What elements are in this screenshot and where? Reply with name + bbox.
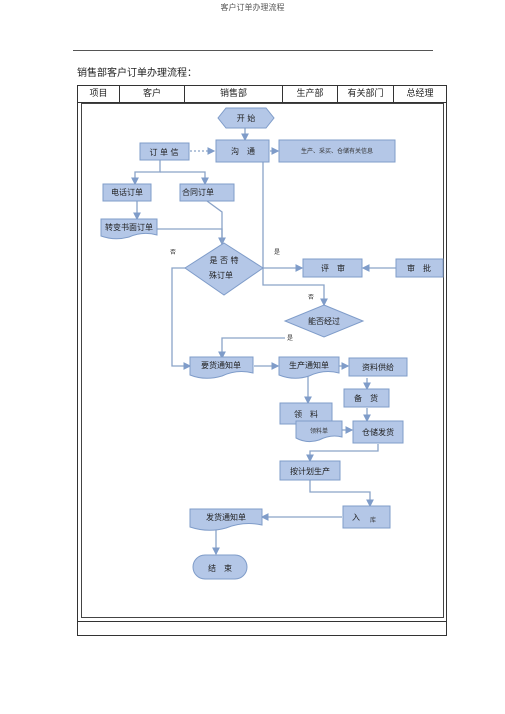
connector-order-contract xyxy=(160,171,209,186)
plan-produce-box xyxy=(279,460,341,481)
delivery-req-label: 要货通知单 xyxy=(201,360,241,370)
column-header-manager: 总经理 xyxy=(406,89,434,99)
warehouse-ship-box xyxy=(352,420,404,444)
approve-box xyxy=(395,258,444,278)
connector-convert-special xyxy=(157,228,226,246)
column-header-customer: 客户 xyxy=(120,86,185,102)
contract-order-label: 合同订单 xyxy=(182,187,214,197)
phone-order-box xyxy=(102,183,152,202)
connector-order-phone xyxy=(131,160,161,186)
branch-label-no-1: 否 xyxy=(170,249,176,256)
material-form-shape xyxy=(295,420,343,443)
convert-order-shape xyxy=(100,218,158,240)
communicate-box xyxy=(215,139,270,163)
special-order-diamond xyxy=(184,242,264,296)
column-header-production: 生产部 xyxy=(283,86,338,102)
prod-notice-label: 生产通知单 xyxy=(289,360,329,370)
flow-area xyxy=(81,103,444,618)
contract-order-box xyxy=(179,183,235,202)
communicate-label: 沟 通 xyxy=(231,146,255,156)
end-terminal-shape xyxy=(192,554,248,580)
header-rule xyxy=(73,50,433,51)
connector-contract-special xyxy=(206,200,223,244)
material-label: 领 料 xyxy=(294,409,318,419)
connector-ship-plan xyxy=(306,444,379,463)
plan-produce-label: 按计划生产 xyxy=(290,466,330,476)
delivery-req-shape xyxy=(189,356,254,379)
can-pass-diamond xyxy=(283,304,365,338)
inbound-sub-label: 库 xyxy=(370,516,376,524)
inbound-label: 入 xyxy=(352,513,360,522)
connector-communicate-pass xyxy=(262,160,328,307)
can-pass-label: 能否经过 xyxy=(308,316,340,326)
convert-order-label: 转变书面订单 xyxy=(105,222,153,232)
material-supply-label: 资料供给 xyxy=(362,362,394,372)
intro-text: 销售部客户订单办理流程： xyxy=(77,68,197,79)
material-form-label: 领料单 xyxy=(310,427,328,435)
document-title: 客户订单办理流程 xyxy=(220,3,285,12)
end-label: 结 束 xyxy=(208,563,232,573)
review-box xyxy=(302,258,363,278)
branch-label-yes-1: 是 xyxy=(274,249,280,256)
branch-label-yes-2: 是 xyxy=(287,335,293,342)
review-label: 评 审 xyxy=(321,263,345,273)
prod-notice-shape xyxy=(278,356,340,379)
connector-plan-inbound xyxy=(309,480,374,508)
approve-label: 审 批 xyxy=(407,263,431,273)
column-header-departments: 有关部门 xyxy=(338,86,394,102)
table-header-row: 项目 客户 销售部 生产部 有关部门 总经理 xyxy=(78,86,446,103)
order-info-label: 订 单 信 xyxy=(149,147,178,157)
start-label: 开 始 xyxy=(237,113,256,123)
production-info-box xyxy=(278,139,396,163)
table-bottom-line xyxy=(78,621,446,622)
special-order-label-line1: 是 否 特 xyxy=(209,255,238,265)
order-info-box xyxy=(139,142,190,161)
column-header-item: 项目 xyxy=(78,86,120,102)
branch-label-no-2: 否 xyxy=(308,294,314,301)
prepare-label: 备 货 xyxy=(354,393,378,403)
ship-notice-label: 发货通知单 xyxy=(206,512,246,522)
prepare-box xyxy=(343,388,390,408)
special-order-label-line2: 殊订单 xyxy=(209,270,233,280)
warehouse-ship-label: 仓储发货 xyxy=(362,427,394,437)
process-table: 项目 客户 销售部 生产部 有关部门 总经理 xyxy=(77,85,447,636)
ship-notice-shape xyxy=(189,508,263,531)
column-header-sales: 销售部 xyxy=(185,86,283,102)
phone-order-label: 电话订单 xyxy=(111,187,143,197)
connector-pass-yes xyxy=(218,337,285,360)
connector-special-no xyxy=(171,267,192,370)
production-info-label: 生产、采买、仓储有关信息 xyxy=(301,147,373,155)
start-terminal-shape xyxy=(217,107,275,129)
material-supply-box xyxy=(348,357,408,377)
inbound-box xyxy=(342,505,391,529)
